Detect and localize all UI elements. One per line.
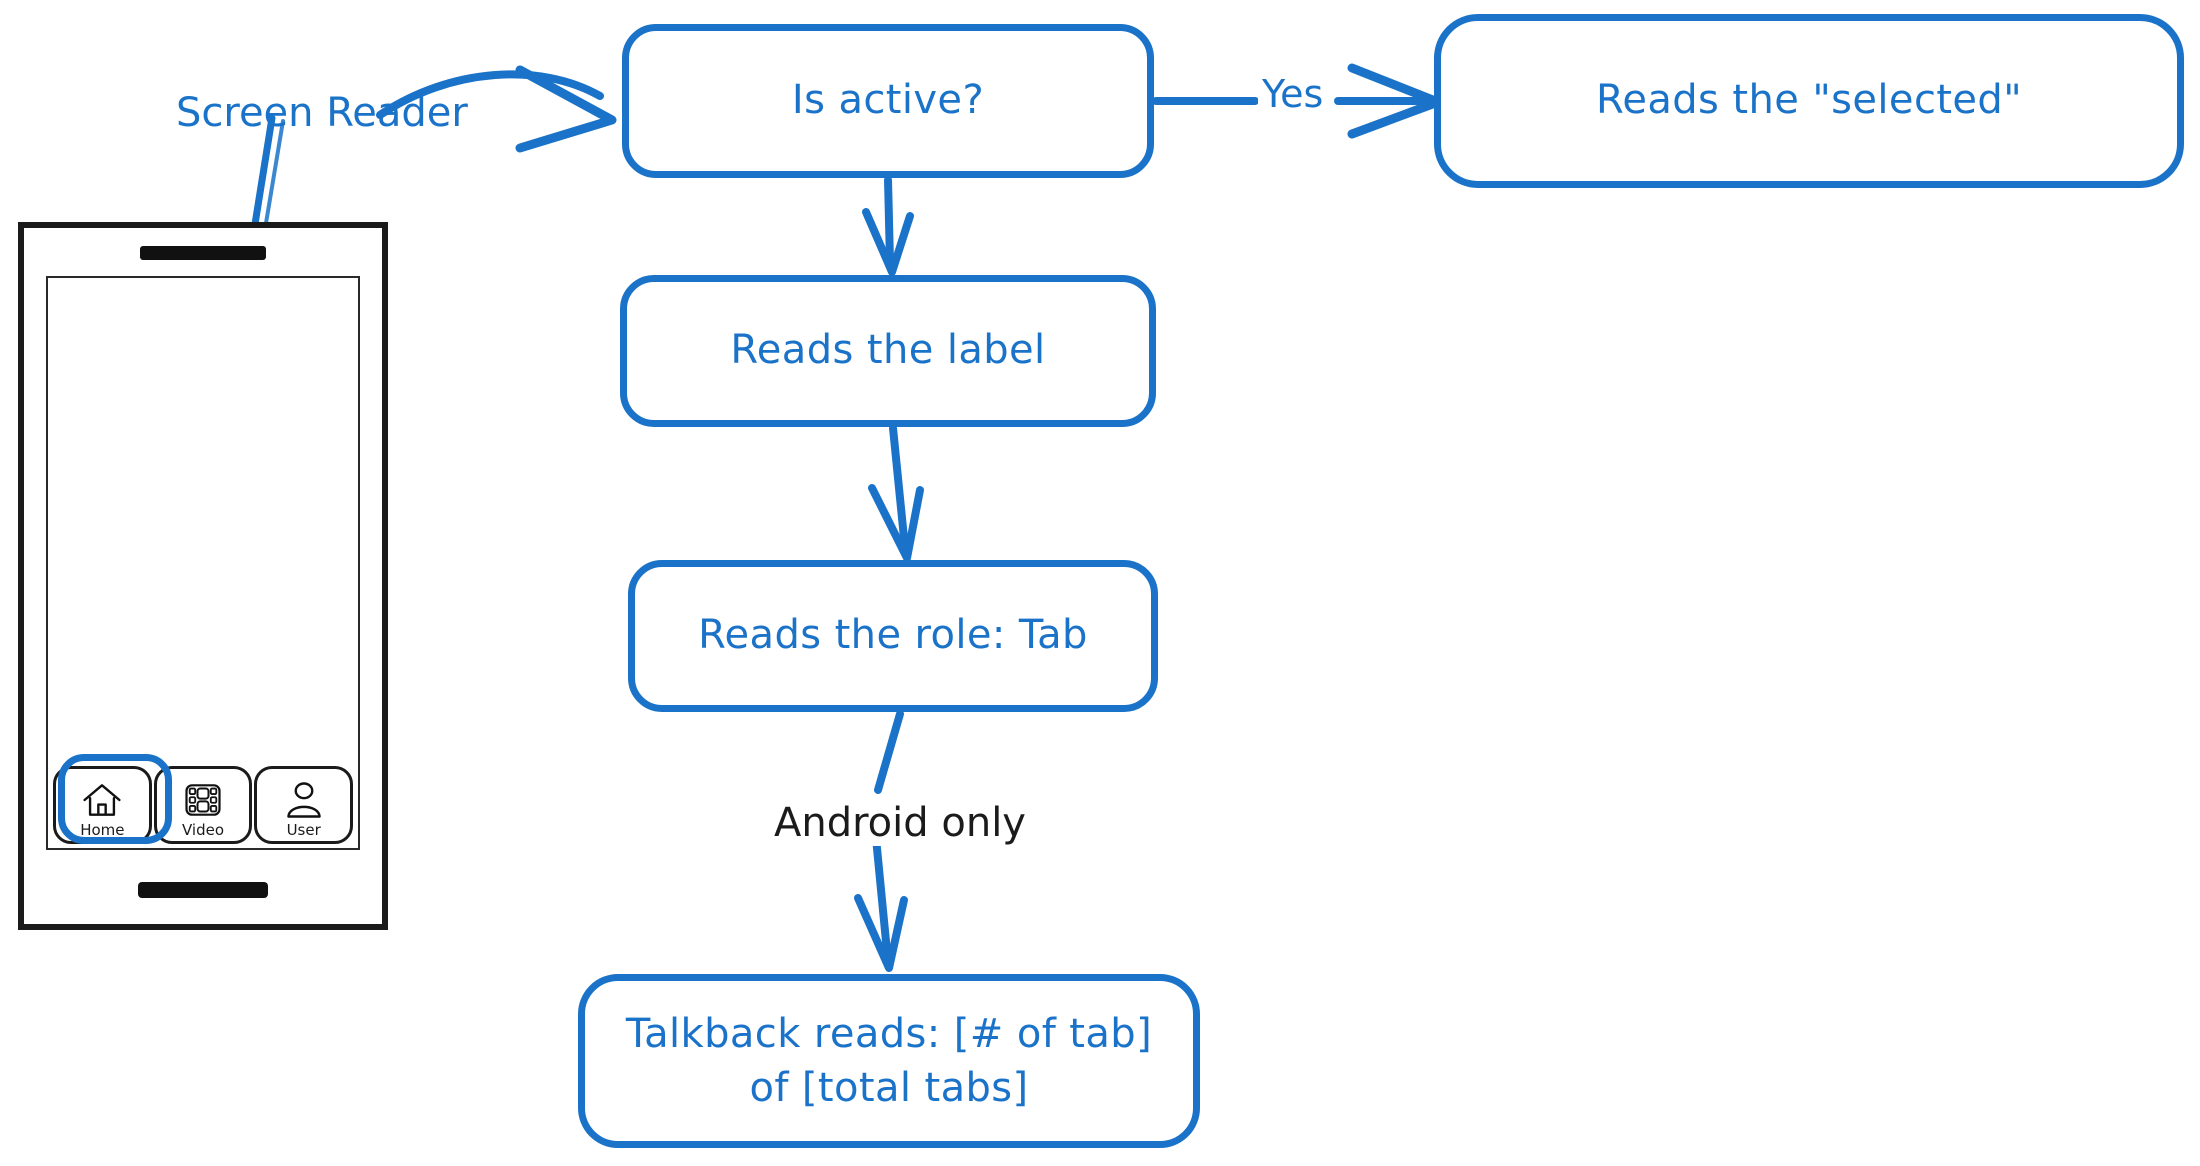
bottom-tab-bar: Home Video — [52, 754, 354, 844]
node-talkback-line1: Talkback reads: [# of tab] — [625, 1011, 1153, 1057]
tab-video-label: Video — [181, 821, 225, 839]
node-talkback-line2: of [total tabs] — [749, 1065, 1029, 1111]
tab-video[interactable]: Video — [153, 766, 253, 844]
screen-reader-arrow — [376, 65, 617, 153]
phone-screen: Home Video — [46, 276, 360, 850]
node-is-active[interactable]: Is active? — [622, 24, 1154, 178]
home-icon — [83, 784, 121, 816]
edge-label-to-role — [868, 424, 924, 562]
node-reads-role-text: Reads the role: Tab — [698, 612, 1088, 659]
node-talkback-reads[interactable]: Talkback reads: [# of tab] of [total tab… — [578, 974, 1200, 1148]
edge-label-android-only: Android only — [770, 800, 1030, 846]
tab-user[interactable]: User — [254, 766, 354, 844]
screen-reader-annotation: Screen Reader — [176, 90, 468, 136]
phone-mockup: Home Video — [18, 222, 388, 930]
node-reads-role[interactable]: Reads the role: Tab — [628, 560, 1158, 712]
tab-user-label: User — [286, 821, 321, 839]
node-reads-selected[interactable]: Reads the "selected" — [1434, 14, 2184, 188]
video-icon — [185, 784, 221, 816]
tab-home-label: Home — [80, 821, 125, 839]
edge-is-active-to-label — [862, 176, 914, 276]
node-is-active-text: Is active? — [791, 77, 985, 124]
user-icon — [286, 782, 321, 818]
node-reads-label-text: Reads the label — [730, 327, 1046, 374]
phone-speaker-notch — [140, 246, 266, 260]
edge-role-to-talkback — [854, 710, 908, 972]
node-reads-label[interactable]: Reads the label — [620, 275, 1156, 427]
node-talkback-text: Talkback reads: [# of tab] of [total tab… — [626, 1007, 1152, 1115]
phone-home-indicator — [138, 882, 268, 898]
tab-home[interactable]: Home — [53, 766, 152, 844]
edge-label-yes: Yes — [1258, 72, 1328, 116]
node-reads-selected-text: Reads the "selected" — [1595, 77, 2023, 124]
